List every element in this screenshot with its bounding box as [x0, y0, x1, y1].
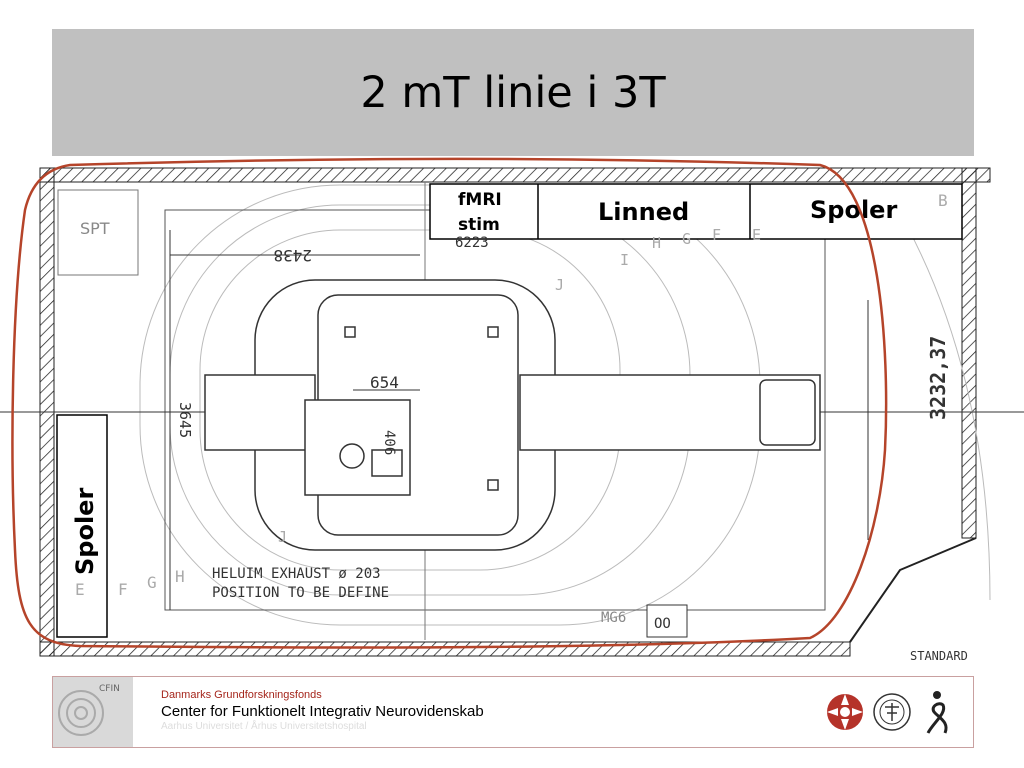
spoler-side-box: Spoler	[56, 414, 108, 638]
annotation-outline	[11, 157, 888, 649]
header-cell-fmri: fMRI	[458, 190, 502, 210]
cfin-label: CFIN	[99, 684, 120, 694]
hospital-logo-icon	[926, 691, 948, 734]
spiral-icon: CFIN	[53, 677, 133, 747]
footer: CFIN Danmarks Grundforskningsfonds Cente…	[52, 676, 974, 748]
letter-g-top: G	[682, 230, 691, 248]
scanner	[204, 279, 821, 551]
dim-center: 654	[370, 373, 399, 392]
standard-label: STANDARD	[910, 649, 968, 660]
cfin-logo: CFIN	[53, 677, 133, 747]
letter-f-bottom: F	[118, 580, 128, 599]
dim-top: 2438	[273, 246, 312, 265]
spt-box: SPT	[57, 189, 139, 276]
letter-h-bottom: H	[175, 567, 185, 586]
footer-line-3: Aarhus Universitet / Århus Universitetsh…	[161, 721, 367, 732]
footer-text: Danmarks Grundforskningsfonds Center for…	[161, 689, 484, 732]
letter-e-top: E	[752, 226, 761, 244]
note-line-1: HELUIM EXHAUST ø 203	[212, 566, 381, 582]
letter-e-bottom: E	[75, 580, 85, 599]
mg-label: MG6	[601, 610, 626, 626]
letter-g-bottom: G	[147, 573, 157, 592]
letter-i: I	[620, 251, 629, 269]
header-table: fMRI stim Linned Spoler	[429, 183, 963, 240]
letter-j-bottom: J	[278, 528, 287, 546]
spoler-side-label: Spoler	[71, 488, 99, 575]
university-seal-icon	[873, 693, 911, 731]
dim-left: 3645	[176, 402, 194, 438]
letter-f-top: F	[712, 226, 721, 244]
dim-vertical-small: 406	[381, 430, 397, 455]
partner-logos	[827, 691, 948, 734]
footer-line-2: Center for Funktionelt Integrativ Neurov…	[161, 703, 484, 720]
notes: HELUIM EXHAUST ø 203 POSITION TO BE DEFI…	[75, 191, 968, 660]
spt-label: SPT	[80, 219, 110, 238]
letter-j-top: J	[555, 276, 564, 294]
header-cell-spoler: Spoler	[810, 196, 897, 224]
header-cell-stim: stim	[458, 215, 500, 235]
dg-logo-icon	[827, 694, 863, 730]
footer-line-1: Danmarks Grundforskningsfonds	[161, 689, 322, 701]
slide-title: 2 mT linie i 3T	[360, 67, 666, 118]
note-line-2: POSITION TO BE DEFINE	[212, 585, 389, 601]
header-cell-linned: Linned	[598, 198, 689, 226]
title-bar: 2 mT linie i 3T	[52, 29, 974, 156]
dim-right: 3232,37	[926, 336, 950, 420]
mg-circles: OO	[654, 616, 671, 632]
letter-h-top: H	[652, 234, 661, 252]
dimensions: 2438 6223 654 406 3645 3232,37	[169, 230, 950, 610]
floor-plan-drawing: SPT fMRI stim Linned Spoler Spoler 2438 …	[0, 157, 1024, 660]
letter-b: B	[938, 191, 948, 210]
dim-top-small: 6223	[455, 235, 489, 251]
